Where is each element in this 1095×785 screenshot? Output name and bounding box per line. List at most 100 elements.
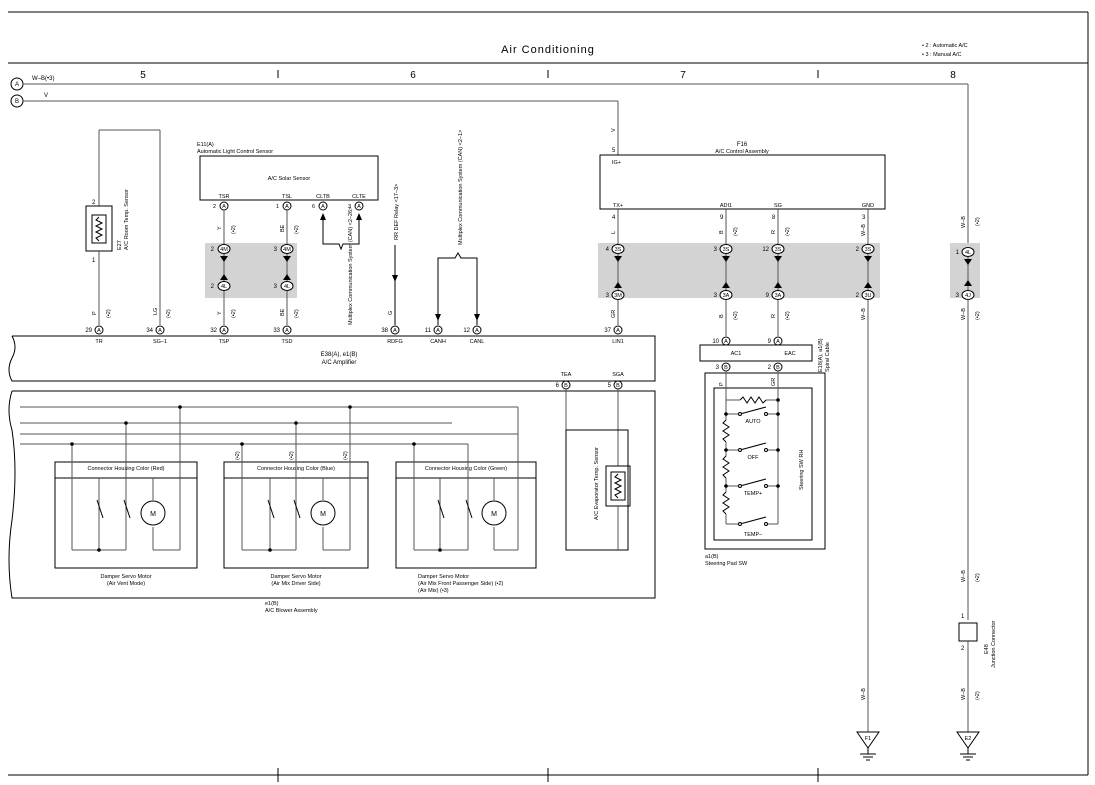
svg-text:R: R [771,314,777,318]
svg-text:SG: SG [774,203,782,209]
svg-text:2: 2 [856,293,860,299]
svg-text:4: 4 [606,247,610,253]
svg-text:3U: 3U [864,293,871,299]
svg-text:(Air Mix Driver Side): (Air Mix Driver Side) [271,581,320,587]
svg-text:3: 3 [348,204,351,210]
svg-text:TX+: TX+ [613,203,623,209]
svg-text:2: 2 [211,284,215,290]
rr-def-relay: RR DEF Relay <17–3> G [388,184,400,325]
svg-text:4L: 4L [965,250,971,256]
svg-text:E48: E48 [984,644,990,654]
svg-text:M: M [491,511,497,518]
svg-text:EAC: EAC [784,351,795,357]
svg-text:2: 2 [211,247,215,253]
steering-label: a1(B) [705,554,719,560]
svg-text:AUTO: AUTO [745,419,761,425]
svg-text:(•2): (•2) [289,451,295,460]
svg-text:L: L [611,231,617,234]
svg-text:4L: 4L [221,284,227,290]
svg-text:B: B [719,314,725,318]
svg-text:6: 6 [312,204,315,210]
svg-text:A: A [393,328,397,334]
e27-desc: A/C Room Temp. Sensor [124,189,130,250]
steering-pad-switch: P GR AUTO OFF TEMP+ TEMP– [704,371,826,567]
svg-text:9: 9 [720,215,724,221]
svg-text:3A: 3A [723,293,730,299]
svg-text:2: 2 [961,646,965,652]
svg-text:CLTE: CLTE [352,194,366,200]
blower-label: e1(B) [265,601,279,607]
svg-text:W–B: W–B [961,308,967,320]
svg-text:3: 3 [606,293,610,299]
svg-text:8: 8 [772,215,776,221]
svg-text:2: 2 [92,200,96,206]
amp-desc: A/C Amplifier [322,360,357,366]
svg-text:BE: BE [280,224,286,232]
svg-text:3: 3 [862,215,866,221]
svg-text:1: 1 [276,204,279,210]
svg-text:A: A [616,328,620,334]
svg-text:29: 29 [85,328,92,334]
svg-text:TSP: TSP [219,339,230,345]
note-automatic: • 2 : Automatic A/C [922,43,968,49]
svg-text:(•2): (•2) [235,451,241,460]
ground-e2: E2 [956,731,980,761]
svg-text:1: 1 [961,614,965,620]
svg-text:11: 11 [425,328,432,334]
svg-text:A: A [15,82,19,88]
svg-text:3M: 3M [614,293,622,299]
bus-a: A W–B(•3) [10,76,969,248]
svg-text:R: R [771,230,777,234]
svg-text:3: 3 [714,247,718,253]
svg-text:RDFG: RDFG [387,339,403,345]
svg-text:3S: 3S [775,247,782,253]
svg-text:1: 1 [92,258,96,264]
junction-connector-e48: W–B (•2) 1 2 E48 Junction Connector W–B … [958,570,997,732]
svg-text:B: B [616,383,620,389]
bus-b-label: V [44,93,48,99]
svg-text:4M: 4M [220,247,228,253]
svg-text:A: A [285,328,289,334]
junction-3s-3u: 3S 2 3U 2 [856,244,875,300]
svg-text:TEMP–: TEMP– [744,532,763,538]
svg-text:B: B [15,99,19,105]
junction-3s-3m: 3S 4 3M 3 [606,244,625,300]
steering-desc: Steering Pad SW [705,561,748,567]
svg-text:(•2): (•2) [231,309,237,318]
junction-3s-3a-b: 3S 12 3A 9 [762,244,785,300]
svg-text:CANH: CANH [430,339,446,345]
svg-text:W–B: W–B [861,308,867,320]
svg-text:LG: LG [153,308,159,315]
svg-text:(•2): (•2) [975,573,981,582]
svg-text:34: 34 [146,328,153,334]
junction-4m-4l-b: 4M 3 4L 3 [274,244,294,291]
bus-b: B V [10,93,619,155]
svg-text:3S: 3S [723,247,730,253]
svg-text:A: A [724,339,728,345]
f16-label: F16 [737,142,748,148]
svg-text:P: P [92,311,98,315]
svg-text:Connector Housing Color (Green: Connector Housing Color (Green) [425,466,507,472]
svg-text:(Air Mix Front Passenger Side): (Air Mix Front Passenger Side) (•2) [418,581,504,587]
svg-text:TSR: TSR [219,194,230,200]
svg-text:OFF: OFF [748,455,760,461]
svg-text:38: 38 [381,328,388,334]
svg-text:W–B: W–B [861,688,867,700]
svg-text:ADI1: ADI1 [720,203,732,209]
svg-text:32: 32 [210,328,217,334]
ground-f1: W–B F1 [856,688,880,761]
svg-text:4M: 4M [283,247,291,253]
svg-text:Spiral Cable: Spiral Cable [825,342,831,372]
svg-text:W–B: W–B [961,216,967,228]
svg-text:33: 33 [273,328,280,334]
svg-text:TEA: TEA [561,372,572,378]
svg-text:GND: GND [862,203,874,209]
blower-desc: A/C Blower Assembly [265,608,318,614]
svg-text:B: B [776,365,780,371]
svg-text:(•2): (•2) [975,217,981,226]
page-title: Air Conditioning [501,44,595,56]
svg-text:1: 1 [956,250,960,256]
svg-text:3: 3 [956,293,960,299]
column-5: 5 [140,70,146,81]
svg-text:GR: GR [771,378,777,386]
